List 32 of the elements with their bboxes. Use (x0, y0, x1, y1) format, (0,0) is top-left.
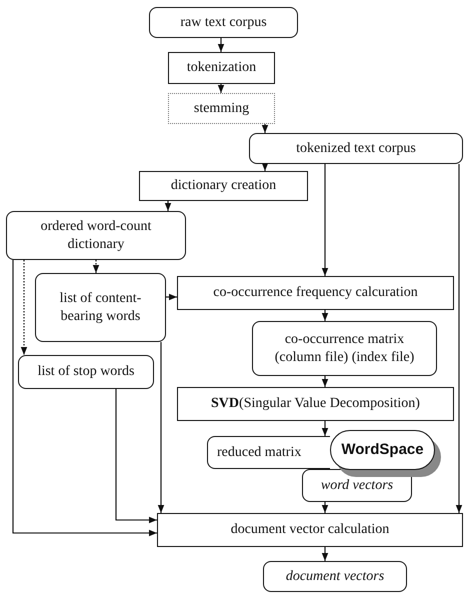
process-box: SVD(Singular Value Decomposition) (177, 387, 454, 421)
arrow (322, 421, 328, 436)
rounded-box: tokenized text corpus (249, 133, 463, 164)
rounded-box: raw text corpus (149, 7, 298, 38)
arrow (218, 84, 224, 93)
arrow (20, 260, 28, 355)
rounded-box: co-occurrence matrix (column file) (index file) (252, 321, 437, 376)
process-box: tokenization (168, 52, 275, 84)
rounded-box: ordered word-count dictionary (6, 211, 186, 260)
arrow (166, 294, 177, 300)
arrow (322, 164, 328, 276)
arrow (322, 310, 328, 321)
arrow (218, 38, 224, 52)
process-box: co-occurrence frequency calcuration (177, 276, 454, 310)
arrow (92, 260, 100, 273)
arrow (322, 547, 328, 561)
arrow (262, 163, 268, 171)
rounded-box: list of stop words (18, 355, 154, 389)
arrow (115, 389, 157, 524)
process-box: document vector calculation (157, 513, 463, 547)
arrow (322, 502, 328, 513)
rounded-box: list of content-bearing words (35, 273, 166, 342)
arrow (12, 260, 157, 536)
arrow (164, 201, 172, 211)
arrow (158, 342, 164, 513)
rounded-box: reduced matrix (207, 436, 330, 469)
dotted-box: stemming (168, 93, 275, 124)
arrow (456, 164, 462, 513)
arrow (322, 376, 328, 387)
arrow (262, 124, 268, 133)
process-box: dictionary creation (139, 171, 308, 201)
rounded-box: document vectors (263, 561, 407, 592)
